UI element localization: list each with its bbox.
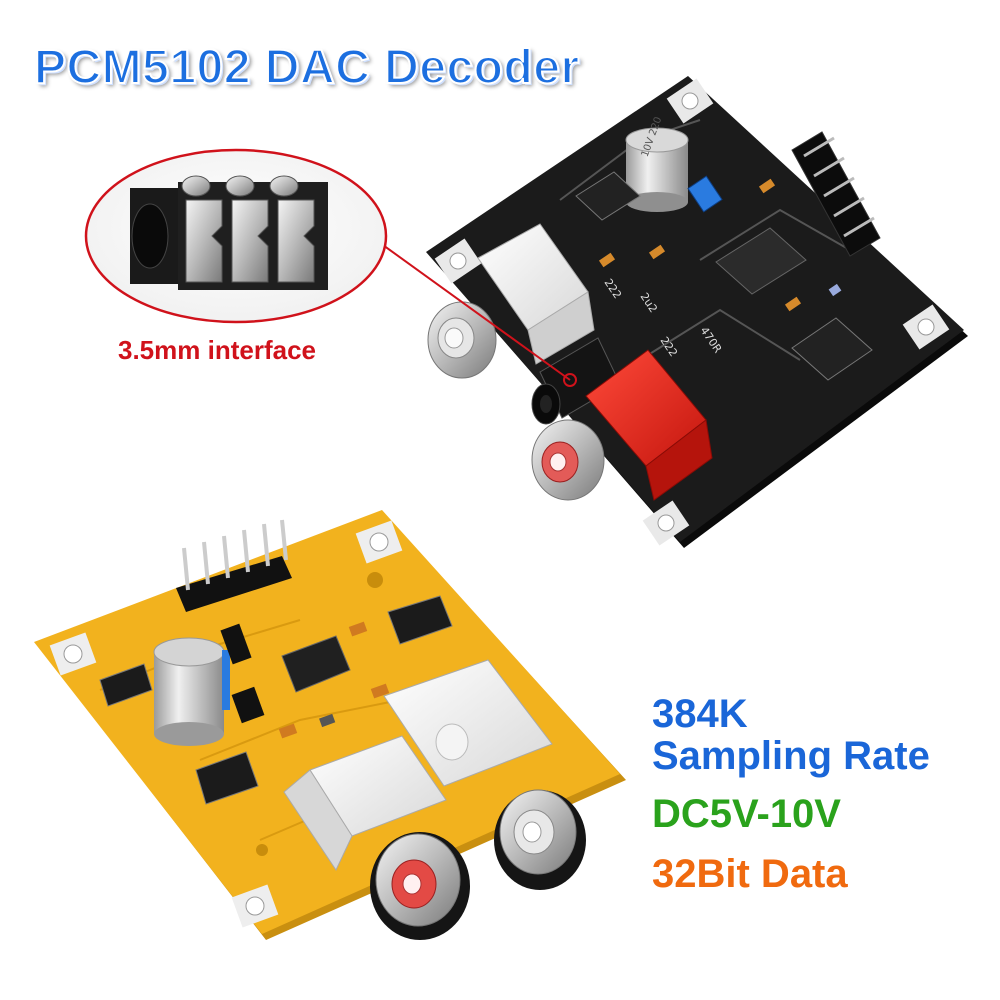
voltage-label: DC5V-10V [652,792,841,836]
zoomed-jack-35mm [130,175,328,290]
bit-depth-label: 32Bit Data [652,852,848,896]
blue-jumper [687,175,723,213]
mounting-hole [231,884,279,928]
mounting-hole [666,78,714,124]
black-pcb-board: 10V 220 222 222 470R 2u2 [426,76,968,548]
rca-jack-white [427,223,595,379]
mounting-hole [434,238,482,284]
mounting-hole [902,304,950,350]
pin-header [791,131,881,257]
dac-chip [281,635,351,693]
electrolytic-capacitor: 10V 220 [625,115,689,212]
rca-jack-red [531,349,713,501]
mounting-hole [642,500,690,546]
yellow-pcb-board [34,510,626,940]
callout-label: 3.5mm interface [118,335,316,365]
sampling-rate-label: Sampling Rate [652,734,930,778]
rca-block-white [283,659,553,872]
pin-header [176,519,292,612]
product-title: PCM5102 DAC Decoder [33,40,580,95]
zoom-callout [84,148,577,387]
voltage-regulator [99,595,453,805]
mounting-hole [355,520,403,564]
mounting-hole [49,632,97,676]
rca-jack-white [494,789,586,890]
sampling-rate-value: 384K [652,692,748,736]
dac-chip [715,227,807,295]
voltage-regulator [575,171,873,381]
rca-jack-red [370,832,470,940]
electrolytic-capacitor [153,637,230,746]
